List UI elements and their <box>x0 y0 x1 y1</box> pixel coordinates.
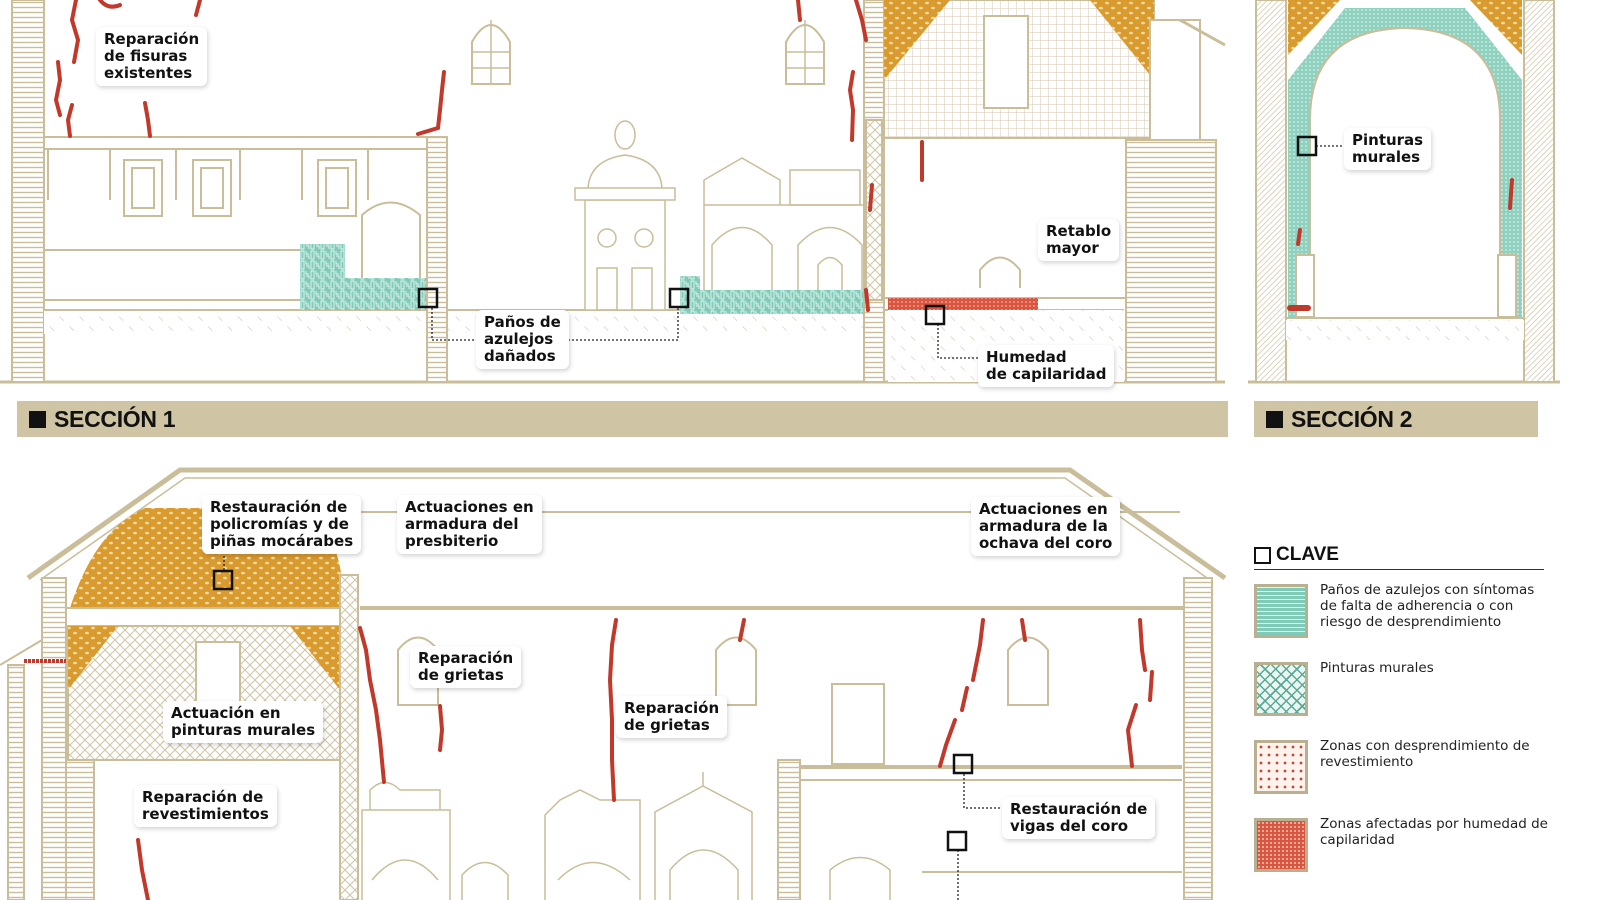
legend-title: CLAVE <box>1254 544 1544 570</box>
callout-policromias: Restauración de policromías y de piñas m… <box>202 495 362 554</box>
callout-retablo: Retablo mayor <box>1038 219 1120 261</box>
legend-label: Pinturas murales <box>1320 660 1434 676</box>
callout-armadura-presbiterio: Actuaciones en armadura del presbiterio <box>397 495 542 554</box>
lattice-pattern-icon <box>1254 662 1308 716</box>
key-square-icon <box>1254 546 1271 564</box>
square-bullet-icon <box>1266 410 1283 428</box>
legend-item-revestimiento: Zonas con desprendimiento de revestimien… <box>1254 738 1550 794</box>
callout-fisuras: Reparación de fisuras existentes <box>96 27 208 86</box>
legend-title-text: CLAVE <box>1276 544 1339 565</box>
crack-lines <box>53 0 1514 900</box>
callout-armadura-ochava: Actuaciones en armadura de la ochava del… <box>971 497 1121 556</box>
section-1-drawing <box>0 0 1226 384</box>
callout-azulejos: Paños de azulejos dañados <box>476 310 569 369</box>
section-2-title: SECCIÓN 2 <box>1291 405 1413 432</box>
legend-label: Zonas con desprendimiento de revestimien… <box>1320 738 1530 770</box>
tile-pattern-icon <box>1254 584 1308 638</box>
legend-item-pinturas: Pinturas murales <box>1254 660 1550 716</box>
leader-lines <box>223 145 1345 900</box>
sparse-dots-icon <box>1254 740 1308 794</box>
callout-humedad: Humedad de capilaridad <box>978 345 1115 387</box>
square-bullet-icon <box>29 410 46 428</box>
legend: CLAVE Paños de azulejos con síntomas de … <box>1254 544 1548 872</box>
callout-vigas: Restauración de vigas del coro <box>1002 797 1156 839</box>
dense-dots-icon <box>1254 818 1308 872</box>
legend-label: Paños de azulejos con síntomas de falta … <box>1320 582 1535 630</box>
section-1-header: SECCIÓN 1 <box>17 401 1228 437</box>
callout-revestimientos: Reparación de revestimientos <box>134 785 277 827</box>
key-markers <box>212 135 1318 852</box>
legend-label: Zonas afectadas por humedad de capilarid… <box>1320 816 1548 848</box>
callout-actuacion-pinturas: Actuación en pinturas murales <box>163 701 324 743</box>
section-1-title: SECCIÓN 1 <box>54 405 176 432</box>
section-2-drawing <box>1248 0 1560 384</box>
callout-pinturas: Pinturas murales <box>1344 128 1432 170</box>
callout-grietas-2: Reparación de grietas <box>616 696 728 738</box>
callout-grietas-1: Reparación de grietas <box>410 646 522 688</box>
legend-item-azulejos: Paños de azulejos con síntomas de falta … <box>1254 582 1550 638</box>
section-2-header: SECCIÓN 2 <box>1254 401 1538 437</box>
legend-item-humedad: Zonas afectadas por humedad de capilarid… <box>1254 816 1550 872</box>
